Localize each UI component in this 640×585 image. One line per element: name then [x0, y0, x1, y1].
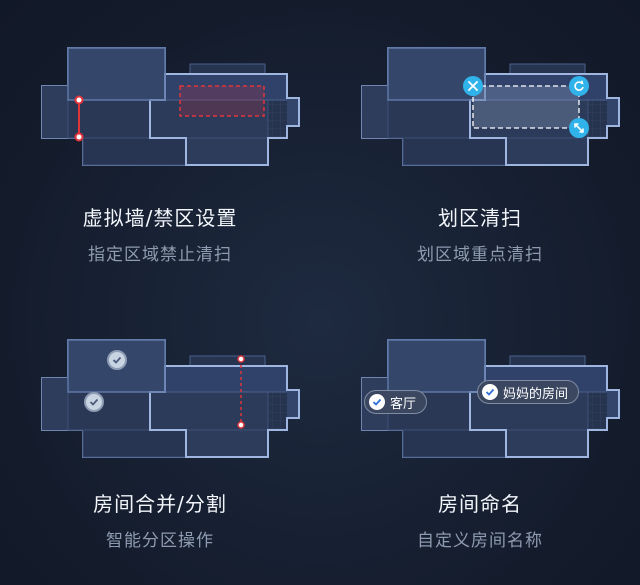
feature-subtitle: 指定区域禁止清扫: [88, 245, 232, 265]
virtual-wall-endpoint: [74, 95, 84, 105]
floor-map: [361, 47, 620, 166]
checkmark-icon: [369, 394, 385, 410]
clean-zone: [472, 85, 580, 129]
room-tag-living-room[interactable]: 客厅: [364, 390, 428, 414]
checkmark-icon: [482, 384, 498, 400]
feature-zone-clean: 划区清扫 划区域重点清扫: [320, 0, 640, 292]
room-tag-label: 妈妈的房间: [503, 386, 569, 402]
split-endpoint: [237, 355, 245, 363]
room-tag-mom-room[interactable]: 妈妈的房间: [477, 380, 580, 404]
zone-close-icon[interactable]: [463, 76, 483, 96]
feature-subtitle: 智能分区操作: [106, 531, 214, 551]
feature-title: 划区清扫: [438, 206, 522, 230]
feature-virtual-wall: 虚拟墙/禁区设置 指定区域禁止清扫: [0, 0, 320, 292]
room-tag-label: 客厅: [390, 396, 417, 412]
feature-title: 虚拟墙/禁区设置: [82, 206, 238, 230]
feature-subtitle: 自定义房间名称: [417, 531, 543, 551]
feature-title: 房间命名: [438, 492, 522, 516]
no-go-zone: [179, 85, 265, 117]
feature-room-naming: 客厅 妈妈的房间 房间命名 自定义房间名称: [320, 292, 640, 584]
feature-title: 房间合并/分割: [93, 492, 227, 516]
zone-rotate-icon[interactable]: [569, 76, 589, 96]
feature-room-merge-split: 房间合并/分割 智能分区操作: [0, 292, 320, 584]
feature-subtitle: 划区域重点清扫: [417, 245, 543, 265]
floor-map: [41, 339, 300, 458]
floor-map: [41, 47, 300, 166]
room-select-checkmark-icon[interactable]: [107, 350, 127, 370]
split-endpoint: [237, 421, 245, 429]
virtual-wall-endpoint: [74, 132, 84, 142]
zone-resize-icon[interactable]: [569, 118, 589, 138]
room-select-checkmark-icon[interactable]: [84, 392, 104, 412]
